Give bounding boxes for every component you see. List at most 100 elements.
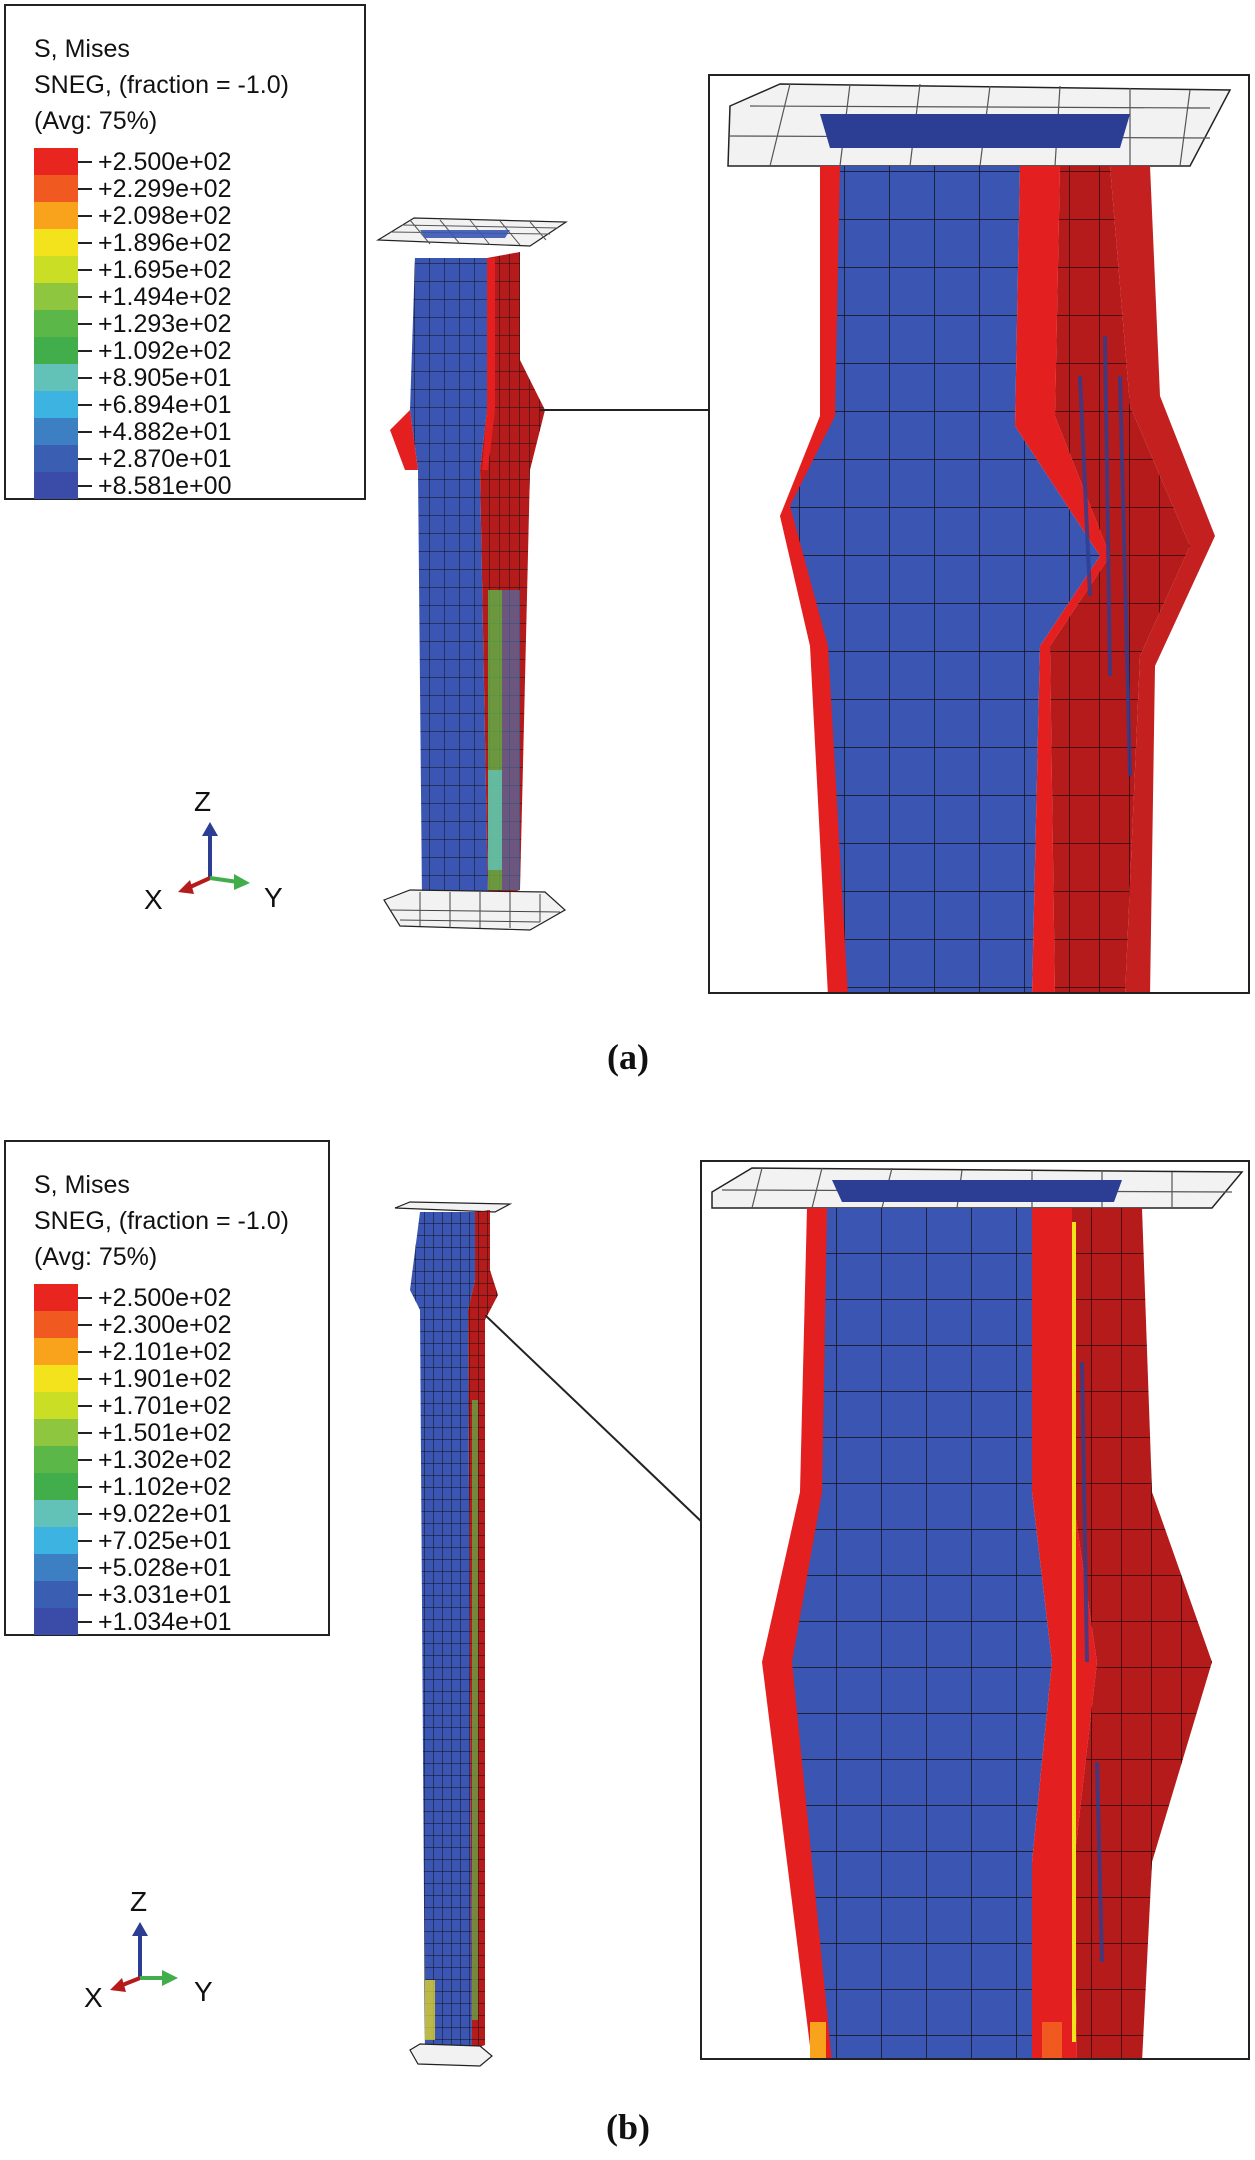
legend-swatch — [34, 1527, 78, 1554]
legend-title: S, Mises — [34, 35, 130, 63]
legend-swatch — [34, 1473, 78, 1500]
legend-value: +2.098e+02 — [98, 202, 232, 230]
legend-value: +1.302e+02 — [98, 1446, 232, 1474]
legend-tick — [78, 1297, 92, 1299]
legend-value: +2.101e+02 — [98, 1338, 232, 1366]
legend-tick — [78, 350, 92, 352]
legend-value: +1.896e+02 — [98, 229, 232, 257]
panel-a: S, Mises SNEG, (fraction = -1.0) (Avg: 7… — [4, 4, 1250, 1077]
legend-tick — [78, 1432, 92, 1434]
legend-tick — [78, 269, 92, 271]
legend-tick — [78, 296, 92, 298]
legend-tick — [78, 323, 92, 325]
z-axis-label: Z — [130, 1886, 148, 1917]
legend-value: +2.500e+02 — [98, 148, 232, 176]
zoom-leader-line — [540, 409, 710, 411]
legend-tick — [78, 377, 92, 379]
legend-swatch — [34, 391, 78, 418]
legend-value: +3.031e+01 — [98, 1581, 232, 1609]
legend-value: +5.028e+01 — [98, 1554, 232, 1582]
legend-tick — [78, 1594, 92, 1596]
legend-swatch — [34, 418, 78, 445]
legend-swatch — [34, 256, 78, 283]
zoom-detail-view — [708, 74, 1250, 994]
legend-swatch — [34, 1608, 78, 1635]
legend-swatch — [34, 229, 78, 256]
panel-caption: (b) — [606, 2107, 650, 2147]
axis-triad — [178, 822, 250, 894]
legend-tick — [78, 161, 92, 163]
legend-average: (Avg: 75%) — [34, 1243, 158, 1271]
zoom-leader-line — [485, 1315, 706, 1526]
x-axis-label: X — [144, 884, 163, 915]
legend-subtitle: SNEG, (fraction = -1.0) — [34, 71, 289, 99]
legend-tick — [78, 188, 92, 190]
legend-tick — [78, 431, 92, 433]
legend-swatch — [34, 1500, 78, 1527]
legend-tick — [78, 1486, 92, 1488]
legend-title: S, Mises — [34, 1171, 130, 1199]
legend-value: +7.025e+01 — [98, 1527, 232, 1555]
legend-value: +2.300e+02 — [98, 1311, 232, 1339]
legend-tick — [78, 1513, 92, 1515]
legend-tick — [78, 404, 92, 406]
legend-value: +8.905e+01 — [98, 364, 232, 392]
legend-swatch — [34, 310, 78, 337]
legend-swatch — [34, 1365, 78, 1392]
legend-value: +1.501e+02 — [98, 1419, 232, 1447]
legend-value: +1.034e+01 — [98, 1608, 232, 1636]
legend-swatch — [34, 148, 78, 175]
legend-value: +4.882e+01 — [98, 418, 232, 446]
legend-value: +6.894e+01 — [98, 391, 232, 419]
legend-tick — [78, 1405, 92, 1407]
legend-swatch — [34, 1392, 78, 1419]
legend-tick — [78, 1351, 92, 1353]
legend-swatch — [34, 445, 78, 472]
legend-swatch — [34, 1311, 78, 1338]
legend-swatch — [34, 1581, 78, 1608]
legend-value: +1.901e+02 — [98, 1365, 232, 1393]
legend-subtitle: SNEG, (fraction = -1.0) — [34, 1207, 289, 1235]
legend-tick — [78, 1378, 92, 1380]
stress-legend: S, Mises SNEG, (fraction = -1.0) (Avg: 7… — [4, 1140, 330, 1636]
stress-legend: S, Mises SNEG, (fraction = -1.0) (Avg: 7… — [4, 4, 366, 500]
legend-tick — [78, 1567, 92, 1569]
legend-value: +2.500e+02 — [98, 1284, 232, 1312]
legend-value: +2.299e+02 — [98, 175, 232, 203]
top-plate — [394, 1201, 513, 1213]
z-axis-label: Z — [194, 786, 212, 817]
legend-value: +9.022e+01 — [98, 1500, 232, 1528]
legend-value: +1.494e+02 — [98, 283, 232, 311]
legend-tick — [78, 1459, 92, 1461]
legend-value: +1.092e+02 — [98, 337, 232, 365]
panel-b: S, Mises SNEG, (fraction = -1.0) (Avg: 7… — [0, 1130, 1255, 2160]
legend-swatch — [34, 1419, 78, 1446]
legend-value: +1.293e+02 — [98, 310, 232, 338]
legend-tick — [78, 1621, 92, 1623]
column-model — [394, 1201, 513, 2067]
legend-value: +2.870e+01 — [98, 445, 232, 473]
zoom-detail-view — [700, 1160, 1250, 2060]
legend-swatch — [34, 1338, 78, 1365]
x-axis-label: X — [84, 1982, 103, 2013]
legend-swatch — [34, 175, 78, 202]
column-model — [375, 217, 568, 931]
legend-swatch — [34, 202, 78, 229]
legend-swatch — [34, 1554, 78, 1581]
legend-tick — [78, 1324, 92, 1326]
legend-swatch — [34, 1446, 78, 1473]
legend-swatch — [34, 1284, 78, 1311]
bottom-plate — [409, 2043, 493, 2067]
legend-tick — [78, 242, 92, 244]
y-axis-label: Y — [194, 1976, 213, 2007]
legend-tick — [78, 215, 92, 217]
legend-average: (Avg: 75%) — [34, 107, 158, 135]
legend-tick — [78, 485, 92, 487]
axis-triad — [110, 1922, 178, 1992]
legend-tick — [78, 458, 92, 460]
legend-tick — [78, 1540, 92, 1542]
legend-swatch — [34, 283, 78, 310]
legend-value: +1.701e+02 — [98, 1392, 232, 1420]
legend-swatch — [34, 364, 78, 391]
legend-value: +1.102e+02 — [98, 1473, 232, 1501]
